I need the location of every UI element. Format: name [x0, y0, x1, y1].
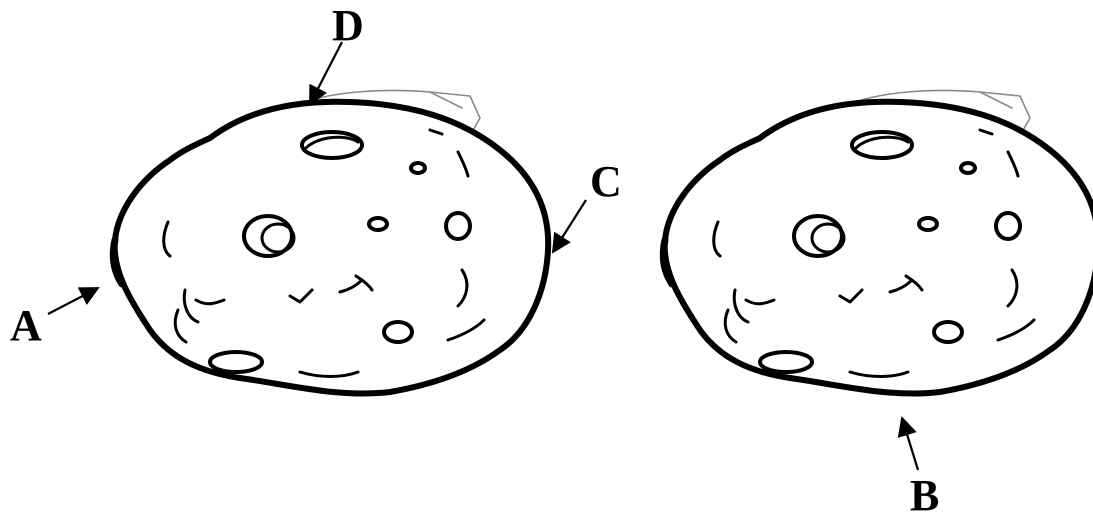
label-c: C [590, 157, 622, 206]
arrow-b [897, 416, 920, 471]
asteroid-left [113, 91, 548, 394]
label-d: D [332, 1, 364, 50]
asteroid-right [663, 91, 1093, 394]
arrow-a [47, 287, 100, 315]
label-a: A [10, 301, 42, 350]
arrow-d [309, 41, 343, 106]
arrow-c [551, 199, 587, 254]
label-b: B [910, 471, 939, 517]
